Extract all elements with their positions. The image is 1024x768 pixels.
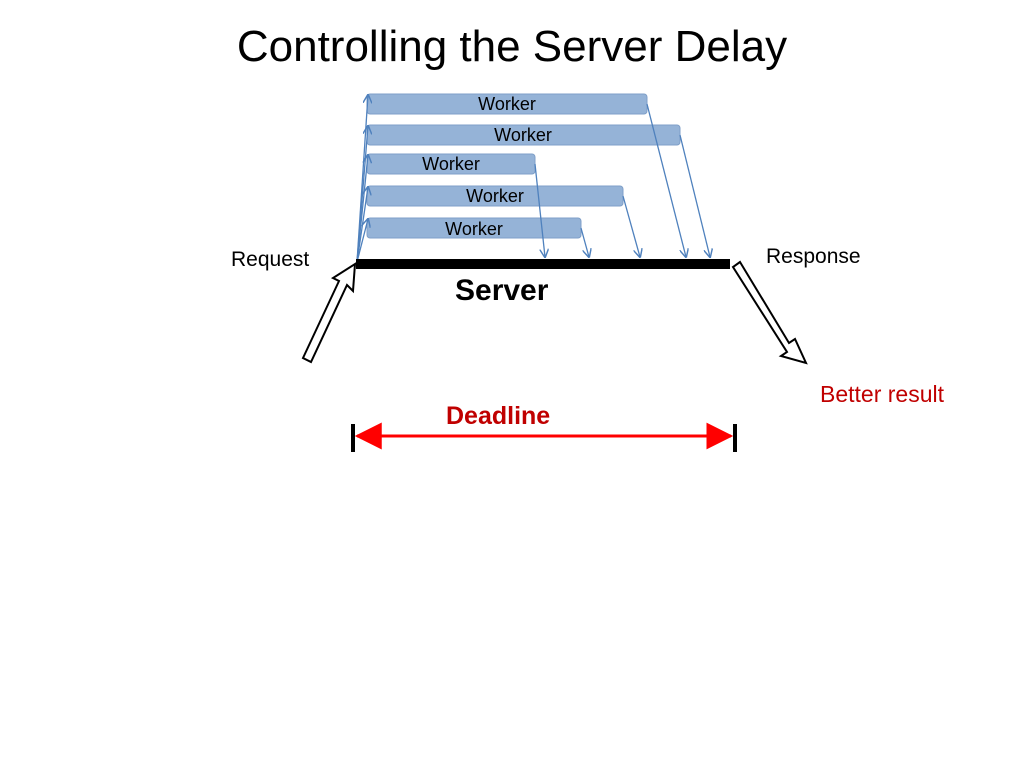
worker-box-2: Worker: [366, 124, 681, 146]
dispatch-arrow-3: [356, 155, 368, 263]
return-arrows: [534, 103, 710, 257]
worker-label-1: Worker: [478, 94, 536, 114]
result-label: Better result: [820, 381, 944, 407]
worker-box-3: Worker: [366, 153, 536, 175]
return-arrow-4: [622, 195, 640, 257]
return-arrow-1: [646, 103, 686, 257]
worker-box-4: Worker: [366, 185, 624, 207]
return-arrow-5: [580, 227, 589, 257]
return-arrow-2: [679, 134, 710, 257]
worker-box-5: Worker: [366, 217, 582, 239]
worker-label-3: Worker: [422, 154, 480, 174]
dispatch-arrows: [356, 95, 368, 263]
request-label: Request: [231, 248, 310, 271]
return-arrow-3: [534, 163, 545, 257]
server-label: Server: [455, 274, 549, 307]
worker-label-4: Worker: [466, 186, 524, 206]
server-bar: [356, 259, 730, 269]
deadline-span: [351, 422, 737, 452]
worker-box-1: Worker: [366, 93, 648, 115]
worker-label-5: Worker: [445, 219, 503, 239]
deadline-label: Deadline: [446, 402, 551, 430]
slide-title: Controlling the Server Delay: [236, 22, 788, 71]
worker-label-2: Worker: [494, 125, 552, 145]
request-arrow: [301, 262, 357, 364]
response-label: Response: [766, 245, 861, 268]
response-arrow: [731, 260, 808, 365]
dispatch-arrow-5: [356, 219, 368, 263]
